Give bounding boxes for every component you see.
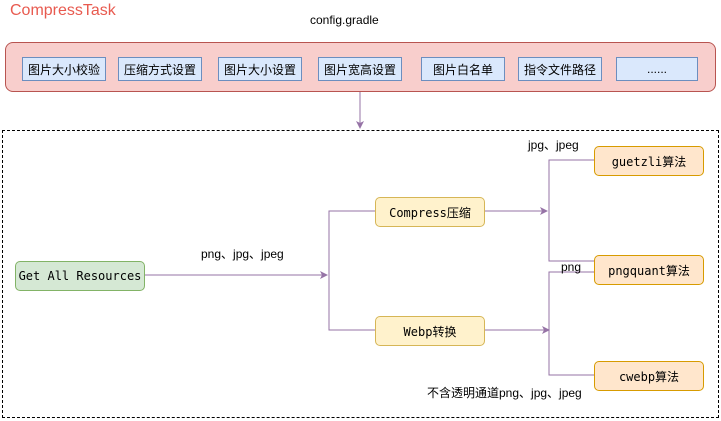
- edge-label-source-formats: png、jpg、jpeg: [201, 247, 284, 261]
- edge-label-png: png: [561, 260, 582, 274]
- config-item-whitelist: 图片白名单: [421, 57, 505, 81]
- config-item-command-path: 指令文件路径: [518, 57, 602, 81]
- edge-to-guetzli: [548, 159, 594, 262]
- config-item-size-setting: 图片大小设置: [218, 57, 302, 81]
- config-file-label: config.gradle: [310, 13, 379, 27]
- node-guetzli: guetzli算法: [594, 146, 704, 176]
- node-webp: Webp转换: [375, 316, 485, 346]
- config-item-more: ......: [616, 57, 698, 81]
- edge-label-jpg: jpg、jpeg: [528, 138, 579, 152]
- node-pngquant: pngquant算法: [594, 255, 704, 285]
- edge-to-pngquant-cwebp: [548, 271, 594, 376]
- diagram-title: CompressTask: [10, 2, 116, 19]
- node-get-all-resources: Get All Resources: [15, 261, 145, 291]
- config-item-dimension-setting: 图片宽高设置: [318, 57, 402, 81]
- config-item-size-check: 图片大小校验: [22, 57, 106, 81]
- node-compress: Compress压缩: [375, 197, 485, 227]
- node-cwebp: cwebp算法: [594, 361, 704, 391]
- edge-split-branches: [328, 210, 375, 331]
- process-container: [2, 130, 719, 418]
- config-item-compress-mode: 压缩方式设置: [118, 57, 202, 81]
- edge-label-cwebp-formats: 不含透明通道png、jpg、jpeg: [427, 386, 582, 400]
